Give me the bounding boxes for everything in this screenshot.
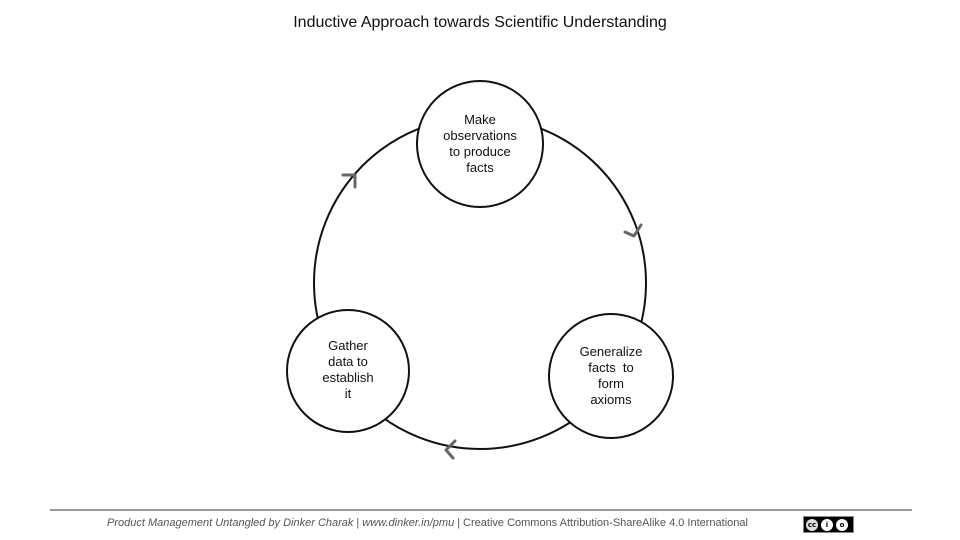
arrow-top-right-icon <box>623 223 643 238</box>
node-generalize-line: form <box>598 376 624 391</box>
footer-url-link[interactable]: www.dinker.in/pmu <box>362 517 455 529</box>
footer-book: Product Management Untangled by Dinker C… <box>107 517 354 529</box>
node-generalize-line: facts to <box>588 360 634 375</box>
node-gather-line: data to <box>328 354 368 369</box>
node-gather-label: Gather data to establish it <box>289 310 407 430</box>
node-observe-line: to produce <box>449 144 511 159</box>
footer-separator: | <box>356 517 360 529</box>
arrow-top-left-icon <box>341 173 357 189</box>
by-icon: i <box>821 518 833 531</box>
node-generalize-line: Generalize <box>579 344 643 359</box>
node-generalize-line: axioms <box>590 392 632 407</box>
node-observe-line: Make <box>464 112 496 127</box>
cc-icon: cc <box>806 518 818 531</box>
node-gather-circle <box>286 309 410 433</box>
node-observe-line: facts <box>466 160 494 175</box>
node-gather-line: establish <box>322 370 374 385</box>
cc-license-badge[interactable]: cc i o <box>803 516 854 533</box>
node-observe-line: observations <box>443 128 517 143</box>
footer-license: Creative Commons Attribution-ShareAlike … <box>463 517 748 529</box>
diagram-title: Inductive Approach towards Scientific Un… <box>293 14 667 31</box>
footer-divider <box>50 509 912 511</box>
node-observe-circle <box>416 80 544 208</box>
node-generalize-label: Generalize facts to form axioms <box>551 316 671 436</box>
footer-credits: Product Management Untangled by Dinker C… <box>107 517 748 529</box>
node-gather-line: it <box>344 386 352 401</box>
arrow-bottom-icon <box>444 439 457 460</box>
node-generalize-circle <box>548 313 674 439</box>
sa-icon: o <box>836 518 848 531</box>
node-observe-label: Make observations to produce facts <box>420 84 540 204</box>
footer-separator: | <box>457 517 461 529</box>
node-gather-line: Gather <box>328 338 368 353</box>
